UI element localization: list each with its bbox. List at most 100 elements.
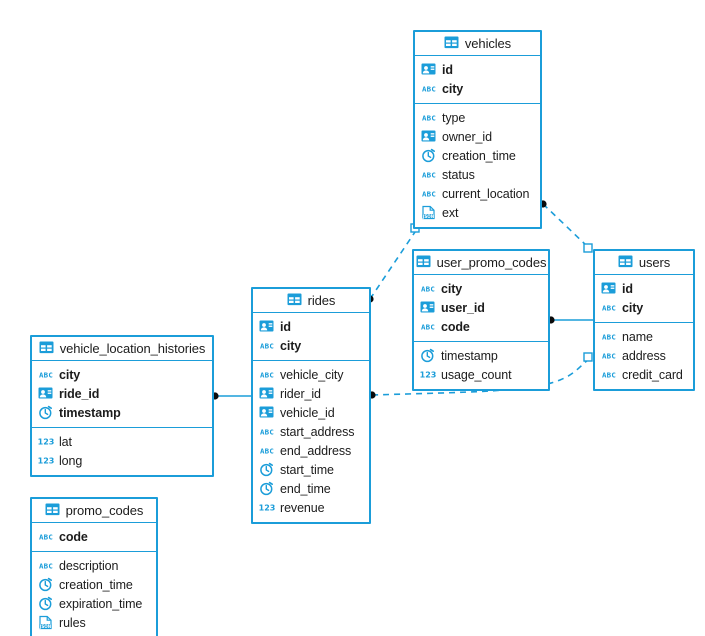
field-row[interactable]: timestamp [414, 346, 548, 365]
table-icon [287, 293, 302, 308]
svg-text:ABC: ABC [422, 85, 436, 94]
123-number-icon: 123 [420, 367, 436, 382]
json-document-icon: JSON [421, 205, 436, 220]
field-row[interactable]: expiration_time [32, 594, 156, 613]
relationship-vehicles-to-users[interactable] [539, 200, 593, 253]
field-row[interactable]: id [415, 60, 540, 79]
entity-header-promo_codes[interactable]: promo_codes [32, 499, 156, 523]
uuid-card-icon [421, 62, 436, 77]
entity-header-vehicle_location_histories[interactable]: vehicle_location_histories [32, 337, 212, 361]
field-name: start_address [280, 424, 355, 439]
field-row[interactable]: ABC code [414, 317, 548, 336]
abc-string-icon: ABC [601, 367, 616, 382]
svg-text:ABC: ABC [260, 371, 274, 380]
abc-string-icon: ABC [420, 319, 435, 334]
abc-string-icon: ABC [259, 443, 274, 458]
entity-header-user_promo_codes[interactable]: user_promo_codes [414, 251, 548, 275]
svg-text:ABC: ABC [260, 447, 274, 456]
svg-text:123: 123 [38, 438, 54, 447]
field-row[interactable]: id [253, 317, 369, 336]
field-name: code [441, 319, 470, 334]
abc-string-icon: ABC [601, 348, 616, 363]
entity-header-rides[interactable]: rides [253, 289, 369, 313]
relationship-user_promo_codes-to-users[interactable] [547, 316, 593, 324]
field-name: revenue [280, 500, 325, 515]
entity-title: vehicles [464, 36, 512, 51]
abc-string-icon: ABC [38, 558, 53, 573]
field-row[interactable]: vehicle_id [253, 403, 369, 422]
svg-text:JSON: JSON [422, 214, 435, 219]
field-name: city [622, 300, 644, 315]
entity-header-users[interactable]: users [595, 251, 693, 275]
clock-icon [421, 148, 436, 163]
field-row[interactable]: id [595, 279, 693, 298]
field-row[interactable]: owner_id [415, 127, 540, 146]
field-row[interactable]: ABC credit_card [595, 365, 693, 384]
field-name: id [442, 62, 453, 77]
svg-text:123: 123 [420, 371, 436, 380]
123-number-icon: 123 [38, 453, 54, 468]
field-name: end_time [280, 481, 331, 496]
uuid-card-icon [38, 386, 53, 401]
uuid-card-icon [421, 129, 436, 144]
field-row[interactable]: end_time [253, 479, 369, 498]
abc-string-icon: ABC [38, 529, 53, 544]
field-name: id [280, 319, 291, 334]
field-row[interactable]: start_time [253, 460, 369, 479]
field-name: start_time [280, 462, 334, 477]
entity-header-vehicles[interactable]: vehicles [415, 32, 540, 56]
svg-text:ABC: ABC [39, 533, 53, 542]
field-row[interactable]: JSON ext [415, 203, 540, 222]
svg-text:123: 123 [259, 504, 275, 513]
clock-icon [38, 577, 53, 592]
field-name: ext [442, 205, 459, 220]
svg-text:ABC: ABC [39, 371, 53, 380]
field-row[interactable]: creation_time [415, 146, 540, 165]
json-document-icon: JSON [38, 615, 53, 630]
field-row[interactable]: timestamp [32, 403, 212, 422]
field-row[interactable]: 123 revenue [253, 498, 369, 517]
abc-string-icon: ABC [421, 167, 436, 182]
field-row[interactable]: user_id [414, 298, 548, 317]
field-name: description [59, 558, 119, 573]
field-name: ride_id [59, 386, 100, 401]
svg-text:JSON: JSON [39, 624, 52, 629]
table-icon [416, 255, 431, 270]
svg-text:ABC: ABC [421, 323, 435, 332]
field-row[interactable]: ride_id [32, 384, 212, 403]
field-row[interactable]: rider_id [253, 384, 369, 403]
field-row[interactable]: ABC description [32, 556, 156, 575]
field-name: credit_card [622, 367, 683, 382]
abc-string-icon: ABC [421, 110, 436, 125]
field-name: id [622, 281, 633, 296]
svg-text:ABC: ABC [602, 333, 616, 342]
field-row[interactable]: creation_time [32, 575, 156, 594]
relationship-vehicle_location_histories-to-rides[interactable] [211, 392, 251, 400]
